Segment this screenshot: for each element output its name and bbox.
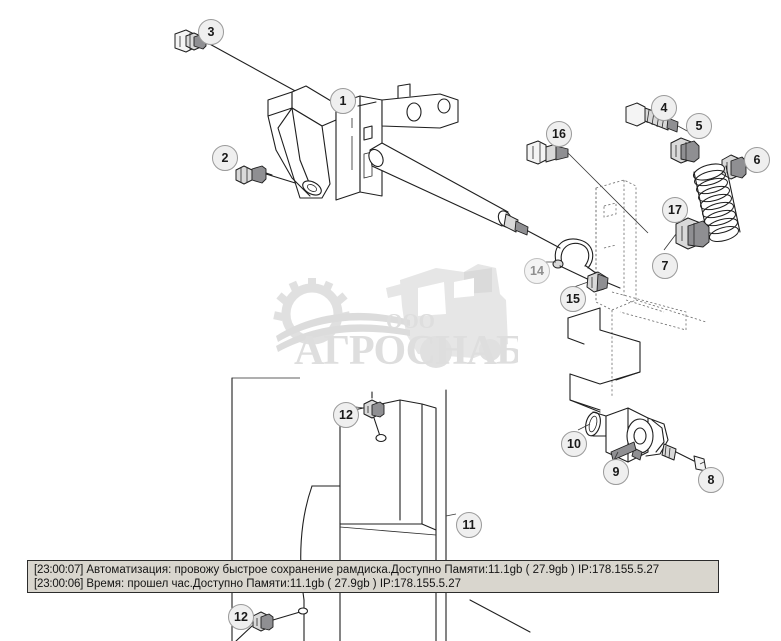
lower-link-bar [567,307,641,411]
part-7-nut [675,217,710,250]
callout-1[interactable]: 1 [330,88,356,114]
part-14-clevis [552,238,601,285]
callout-12[interactable]: 12 [333,402,359,428]
callout-16[interactable]: 16 [546,121,572,147]
callout-11[interactable]: 11 [456,512,482,538]
leader-9 [613,451,619,461]
part-12-fastener-upper [363,391,387,443]
callout-12-lower[interactable]: 12 [228,604,254,630]
phantom-bracket [595,179,707,398]
callout-10[interactable]: 10 [561,431,587,457]
part-5-nut [670,137,700,164]
part-15-pin [586,271,621,293]
leader-10 [577,423,591,431]
part-8-bolt [661,443,707,472]
leader-7 [663,233,677,251]
log-timestamp: [23:00:06] [34,578,84,590]
part-12-fastener-lower [235,607,309,641]
log-timestamp: [23:00:07] [34,564,84,576]
log-message: Автоматизация: провожу быстрое сохранени… [86,564,660,576]
misc-lower-line [469,599,531,633]
callout-7[interactable]: 7 [652,253,678,279]
part-9-clamp [605,407,669,463]
callout-4[interactable]: 4 [651,95,677,121]
part-10-collar [585,411,607,437]
part-1-draft-arm [267,83,459,201]
log-line: [23:00:07] Автоматизация: провожу быстро… [34,563,718,577]
link-rod-lower [569,399,601,413]
callout-6[interactable]: 6 [744,147,770,173]
part-17-spring [692,163,741,242]
leader-11 [445,513,457,517]
callout-8[interactable]: 8 [698,467,724,493]
part-2-fitting [235,165,273,185]
shield-panel [231,377,447,641]
callout-2[interactable]: 2 [212,145,238,171]
leader-16 [567,152,649,234]
callout-3[interactable]: 3 [198,19,224,45]
main-shaft [368,142,561,249]
callout-17[interactable]: 17 [662,197,688,223]
callout-14[interactable]: 14 [524,258,550,284]
callout-15[interactable]: 15 [560,286,586,312]
part-16-bolt [526,140,569,165]
log-console[interactable]: [23:00:07] Автоматизация: провожу быстро… [27,560,719,593]
callout-5[interactable]: 5 [686,113,712,139]
leader-8 [699,461,705,465]
log-message: Время: прошел час.Доступно Памяти:11.1gb… [86,578,462,590]
callout-9[interactable]: 9 [603,459,629,485]
log-line: [23:00:06] Время: прошел час.Доступно Па… [34,577,718,591]
